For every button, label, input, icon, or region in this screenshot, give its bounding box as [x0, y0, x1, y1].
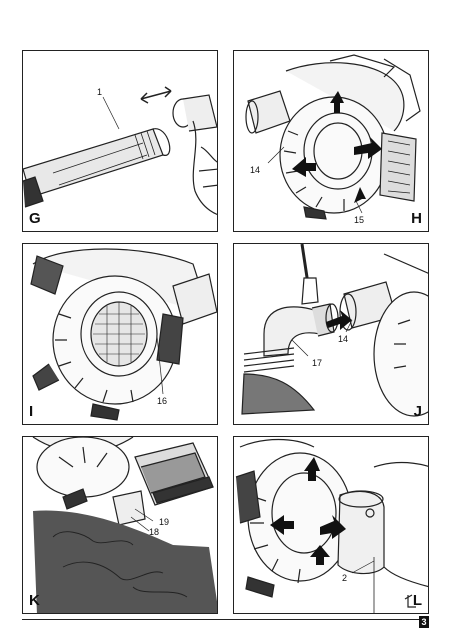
panel-letter-l: L	[412, 592, 422, 609]
panel-g: 1 G	[22, 50, 218, 232]
callout-15: 15	[354, 215, 364, 225]
footer-rule	[22, 619, 429, 620]
panel-letter-k: K	[29, 592, 40, 609]
callout-18: 18	[149, 527, 159, 537]
illustration-k: 19 18	[32, 437, 217, 613]
illustration-h: 14 15	[245, 54, 421, 225]
illustration-j: 17 14	[241, 244, 428, 417]
illustration-g: 1	[23, 86, 217, 215]
callout-17: 17	[312, 358, 322, 368]
callout-16: 16	[157, 396, 167, 406]
callout-1: 1	[97, 87, 102, 97]
illustration-l: 2	[235, 438, 428, 613]
panel-i: 16 I	[22, 243, 218, 425]
panel-k: 19 18 K	[22, 436, 218, 614]
callout-14: 14	[250, 165, 260, 175]
page-number: 3	[419, 616, 429, 628]
panel-letter-j: J	[413, 403, 422, 420]
panel-letter-h: H	[411, 210, 422, 227]
panel-h: 14 15 H	[233, 50, 429, 232]
callout-2: 2	[342, 573, 347, 583]
panel-letter-i: I	[29, 403, 34, 420]
latch-icon	[404, 594, 416, 608]
illustration-i: 16	[30, 248, 217, 421]
callout-19: 19	[159, 517, 169, 527]
panel-j: 17 14 J	[233, 243, 429, 425]
panel-letter-g: G	[29, 210, 41, 227]
panel-l: 2 L	[233, 436, 429, 614]
callout-14-j: 14	[338, 334, 348, 344]
